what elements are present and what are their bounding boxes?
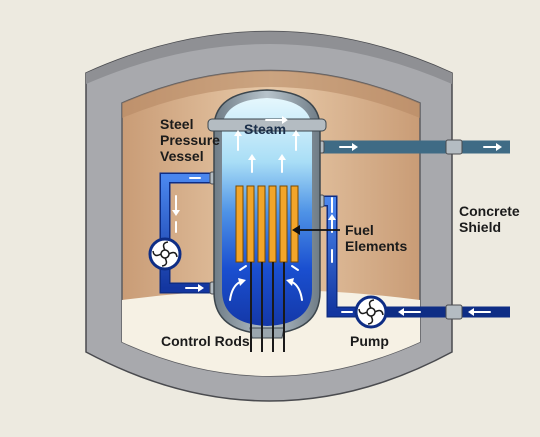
fuel-elements-pointer (292, 225, 340, 235)
dome-inner-shade (122, 70, 420, 118)
fuel-elements (235, 185, 299, 263)
pump-icon (148, 237, 182, 271)
label-concrete-shield: Concrete Shield (459, 203, 520, 235)
concrete-dome-rim (86, 31, 452, 84)
control-rods (250, 262, 285, 352)
label-control-rods: Control Rods (161, 333, 250, 349)
label-pump: Pump (350, 333, 389, 349)
label-steel-pressure-vessel: Steel Pressure Vessel (160, 116, 220, 164)
flow-arrows (172, 116, 502, 316)
label-fuel-elements: Fuel Elements (345, 222, 408, 254)
pump-icon (354, 295, 388, 329)
label-steam: Steam (244, 121, 287, 137)
vessel-coolant (222, 98, 312, 326)
